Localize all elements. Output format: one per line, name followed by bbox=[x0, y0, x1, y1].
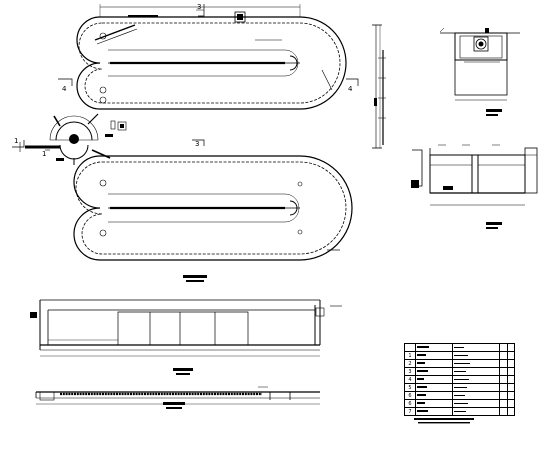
table-cell-no: 4 bbox=[404, 375, 416, 384]
table-row bbox=[404, 343, 516, 352]
table-cell bbox=[414, 351, 454, 360]
section-marker-c1: 1 bbox=[14, 137, 19, 145]
section-marker-c2: 1 bbox=[42, 150, 47, 158]
table-cell bbox=[452, 367, 501, 376]
section-marker-b1: 3 bbox=[197, 3, 202, 11]
table-cell bbox=[452, 407, 501, 416]
table-row: 6 bbox=[404, 391, 516, 400]
title-block-bars bbox=[414, 418, 474, 424]
oxidation-ditch-plan-lower bbox=[73, 155, 353, 261]
table-cell-no: 1 bbox=[404, 351, 416, 360]
table-row: 6 bbox=[404, 399, 516, 408]
table-row: 7 bbox=[404, 407, 516, 416]
table-row: 3 bbox=[404, 367, 516, 376]
table-cell bbox=[506, 375, 516, 384]
table-cell bbox=[499, 407, 508, 416]
section-lower-view bbox=[35, 386, 320, 409]
table-cell bbox=[499, 367, 508, 376]
table-cell-no: 6 bbox=[404, 391, 416, 400]
section-long-view bbox=[30, 299, 342, 375]
table-cell bbox=[506, 383, 516, 392]
table-cell-no: 5 bbox=[404, 383, 416, 392]
section-marker-a2: 4 bbox=[348, 85, 353, 93]
table-cell bbox=[414, 399, 454, 408]
table-cell bbox=[499, 343, 508, 352]
table-cell bbox=[452, 351, 501, 360]
table-cell bbox=[414, 407, 454, 416]
table-cell bbox=[506, 407, 516, 416]
table-cell-no: 7 bbox=[404, 407, 416, 416]
section-marker-a1: 4 bbox=[62, 85, 67, 93]
table-cell bbox=[452, 359, 501, 368]
oxidation-ditch-plan-upper bbox=[76, 4, 347, 137]
table-cell bbox=[506, 351, 516, 360]
table-cell bbox=[499, 351, 508, 360]
table-cell bbox=[414, 343, 454, 352]
table-cell bbox=[414, 367, 454, 376]
table-cell bbox=[499, 383, 508, 392]
table-cell bbox=[414, 383, 454, 392]
table-row: 5 bbox=[404, 383, 516, 392]
table-cell bbox=[506, 399, 516, 408]
table-cell-no: 6 bbox=[404, 399, 416, 408]
section-marker-b2: 3 bbox=[195, 140, 200, 148]
equipment-table: 1 2 3 4 5 6 6 bbox=[404, 343, 516, 416]
table-cell-no: 2 bbox=[404, 359, 416, 368]
table-cell bbox=[452, 383, 501, 392]
distribution-well bbox=[19, 113, 111, 165]
table-cell bbox=[499, 359, 508, 368]
table-cell bbox=[452, 375, 501, 384]
table-cell bbox=[414, 391, 454, 400]
table-cell bbox=[506, 391, 516, 400]
table-cell bbox=[506, 359, 516, 368]
table-cell bbox=[452, 391, 501, 400]
table-cell-no bbox=[404, 343, 416, 352]
table-cell bbox=[452, 343, 501, 352]
table-cell bbox=[506, 343, 516, 352]
plan-title bbox=[183, 275, 207, 282]
table-row: 1 bbox=[404, 351, 516, 360]
table-cell bbox=[506, 367, 516, 376]
table-cell bbox=[414, 359, 454, 368]
detail-dosing-chamber bbox=[439, 27, 520, 116]
table-cell bbox=[452, 399, 501, 408]
table-row: 4 bbox=[404, 375, 516, 384]
section-markers bbox=[12, 4, 359, 251]
table-cell bbox=[414, 375, 454, 384]
table-row: 2 bbox=[404, 359, 516, 368]
detail-inlet-section bbox=[411, 144, 538, 229]
table-cell bbox=[499, 375, 508, 384]
table-cell bbox=[499, 399, 508, 408]
level-ruler bbox=[372, 24, 386, 149]
table-cell-no: 3 bbox=[404, 367, 416, 376]
table-cell bbox=[499, 391, 508, 400]
